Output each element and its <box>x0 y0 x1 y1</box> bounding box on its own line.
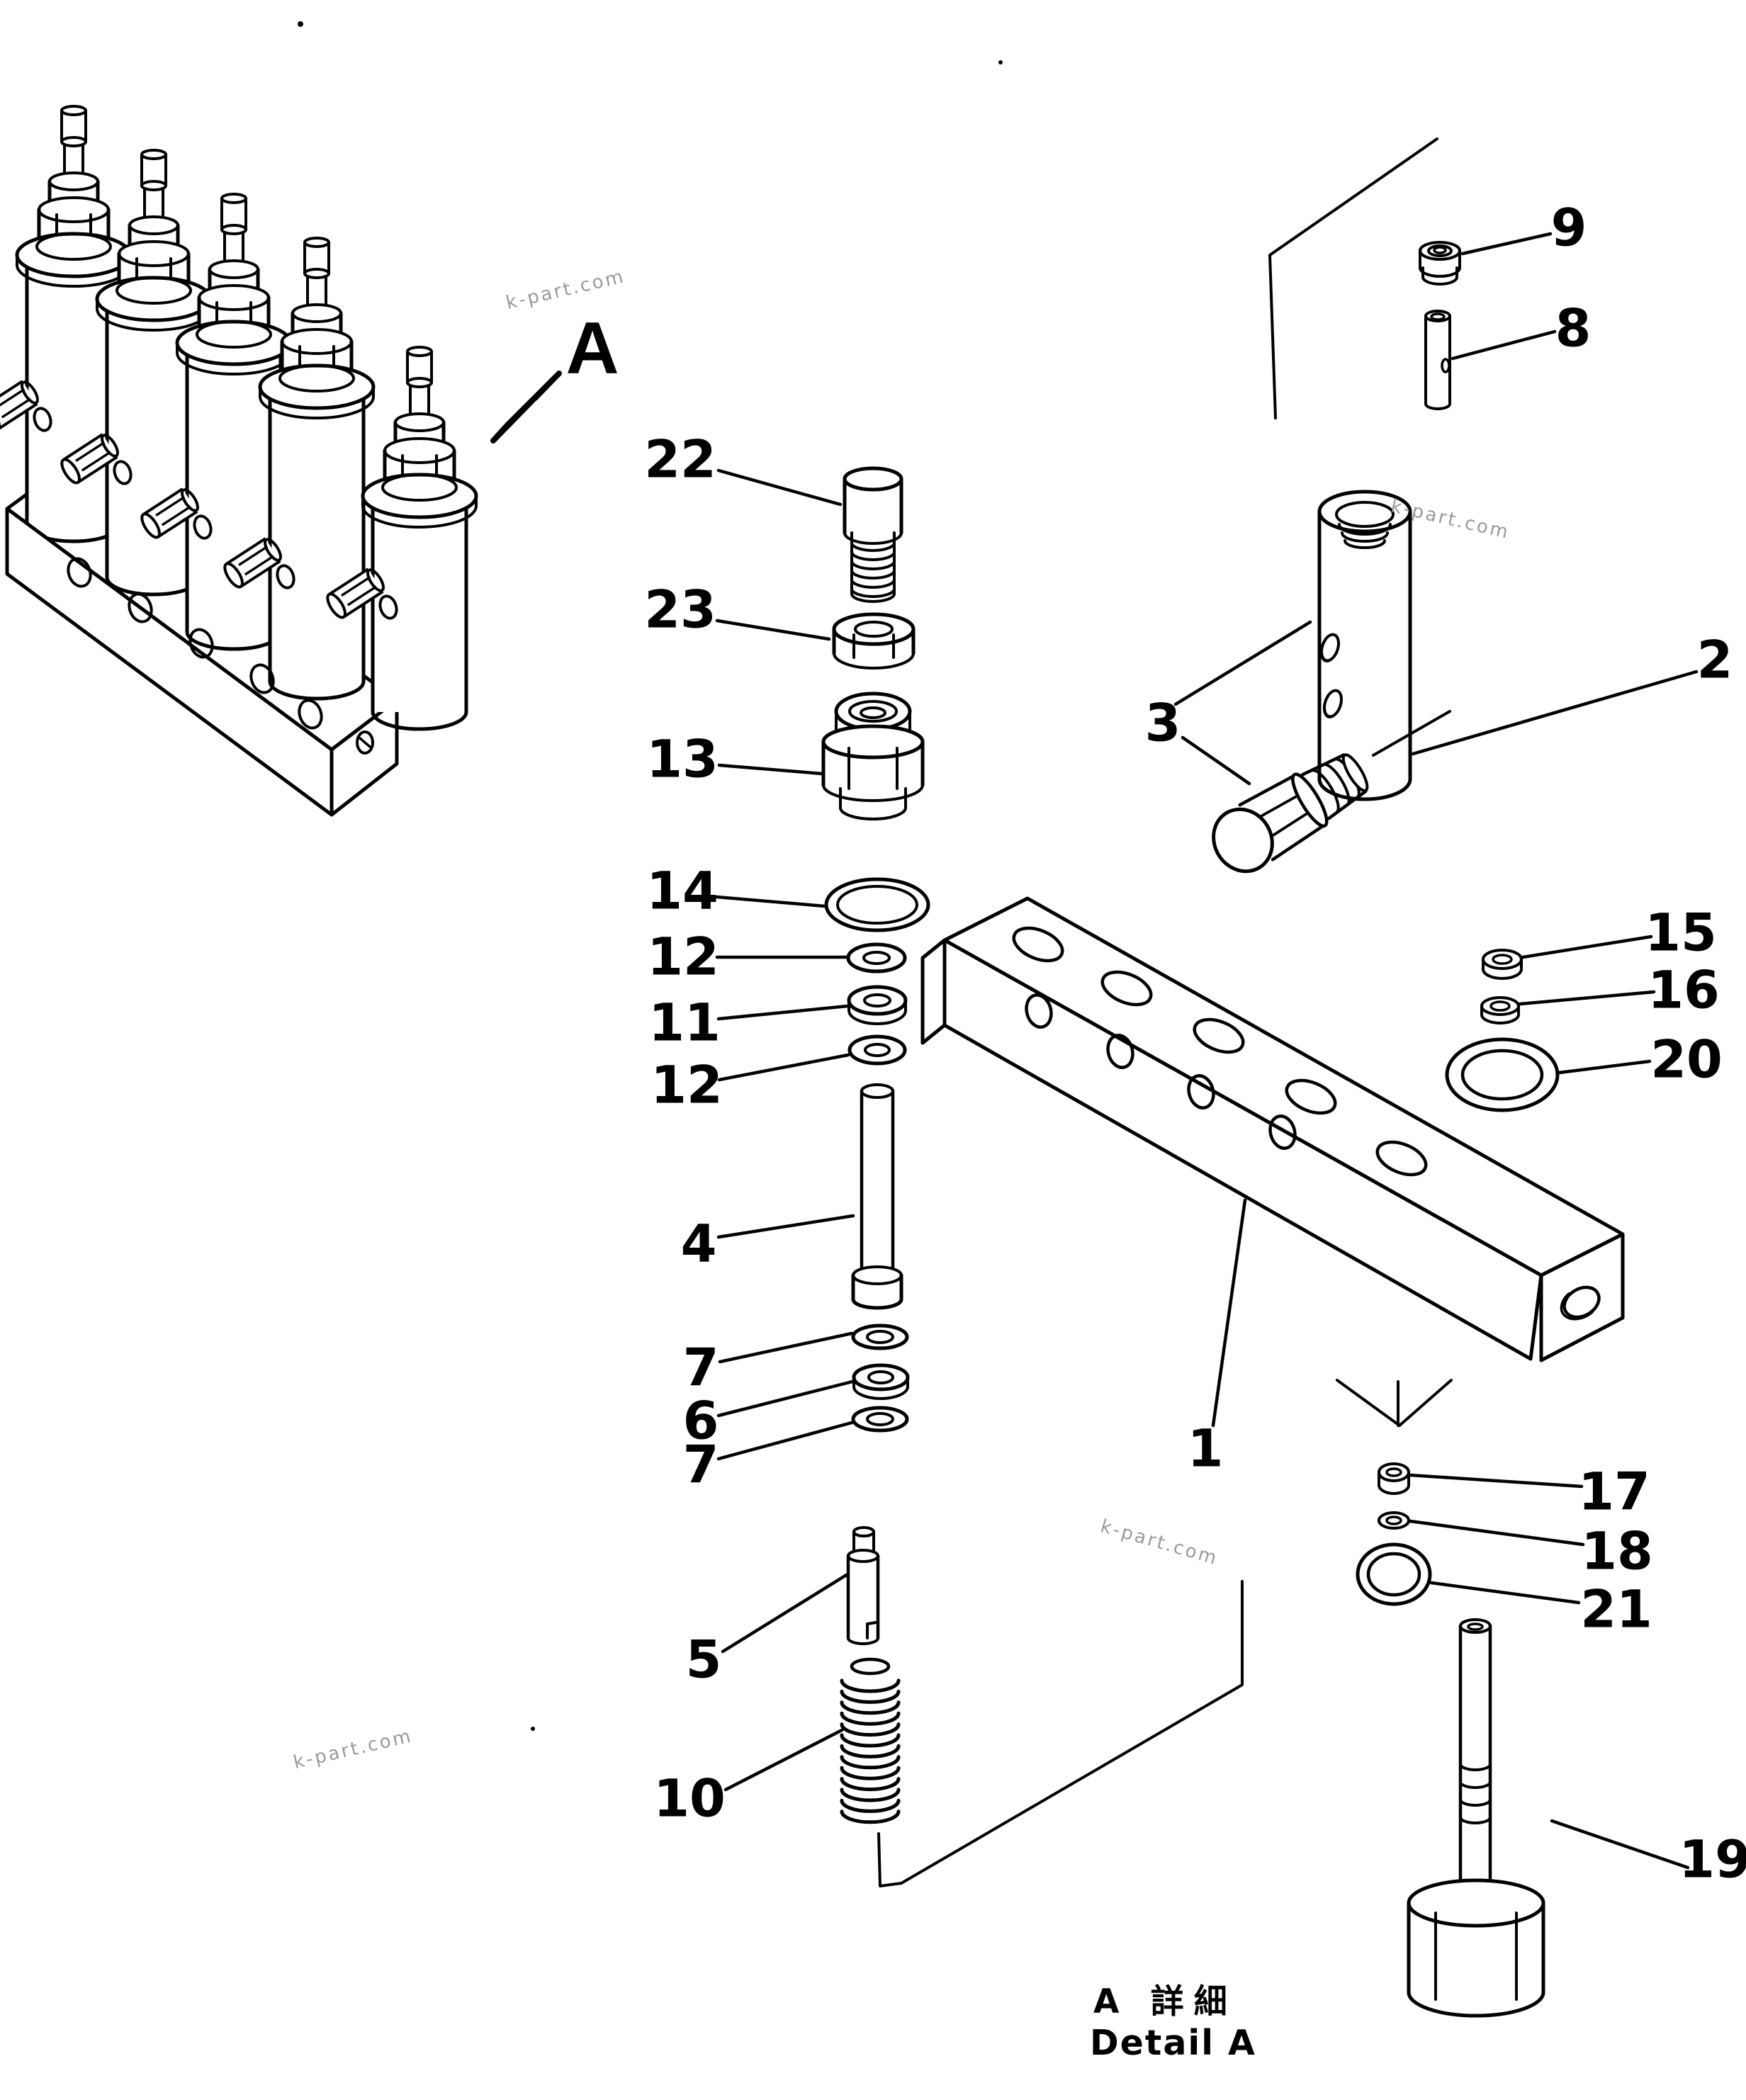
caption-english: Detail A <box>1090 2023 1256 2063</box>
leader-line-part-2 <box>1411 670 1699 756</box>
part-label-10: 10 <box>653 1769 726 1829</box>
leader-line-part-3 <box>1181 735 1251 786</box>
leader-line-part-13 <box>717 763 824 776</box>
part-label-6: 6 <box>683 1391 719 1452</box>
part-label-4: 4 <box>681 1214 717 1275</box>
part-label-16: 16 <box>1648 961 1720 1021</box>
part-label-19: 19 <box>1679 1830 1746 1890</box>
leader-line-part-6 <box>716 1379 855 1418</box>
leader-line-part-8 <box>1451 329 1557 361</box>
part-label-1: 1 <box>1188 1419 1224 1479</box>
leader-line-part-10 <box>723 1728 844 1792</box>
watermark-text: k-part.com <box>1098 1515 1221 1569</box>
leader-line-part-20 <box>1557 1059 1652 1075</box>
leader-line-part-18 <box>1408 1519 1585 1547</box>
part-label-7: 7 <box>683 1338 719 1399</box>
part-label-20: 20 <box>1650 1030 1723 1090</box>
leader-line-part-7 <box>718 1331 854 1364</box>
part-label-2: 2 <box>1697 631 1733 691</box>
leader-line-part-3 <box>1173 620 1312 706</box>
leader-line-part-12 <box>717 1053 850 1082</box>
part-label-7: 7 <box>683 1435 719 1496</box>
part-label-11: 11 <box>648 993 721 1054</box>
part-label-12: 12 <box>647 927 719 988</box>
caption-japanese: A 詳細 <box>1093 1982 1237 2021</box>
leader-line-part-22 <box>716 468 843 507</box>
leader-line-part-23 <box>715 619 831 641</box>
diagram-line-art <box>0 21 1625 2018</box>
watermark-text: k-part.com <box>291 1725 415 1773</box>
leader-line-part-21 <box>1429 1581 1581 1605</box>
part-label-3: 3 <box>1145 694 1181 754</box>
part-label-17: 17 <box>1578 1462 1650 1523</box>
part-label-15: 15 <box>1645 903 1717 964</box>
leader-line-part-16 <box>1518 990 1656 1006</box>
part-label-18: 18 <box>1581 1522 1653 1582</box>
leader-line-part-9 <box>1460 232 1553 256</box>
leader-line-part-4 <box>716 1214 855 1239</box>
part-label-23: 23 <box>644 580 716 640</box>
leader-lines <box>715 232 1699 1870</box>
leader-line-part-5 <box>721 1572 850 1654</box>
part-label-5: 5 <box>686 1630 722 1690</box>
leader-line-part-7 <box>716 1421 854 1461</box>
part-label-22: 22 <box>644 430 716 490</box>
leader-line-part-17 <box>1408 1473 1584 1489</box>
detail-view-marker: A <box>565 307 619 390</box>
leader-line-part-15 <box>1521 935 1653 959</box>
part-label-12: 12 <box>650 1056 723 1116</box>
watermark-text: k-part.com <box>504 266 627 314</box>
part-label-21: 21 <box>1580 1580 1652 1640</box>
leader-line-part-19 <box>1550 1819 1690 1870</box>
part-label-14: 14 <box>646 862 719 922</box>
part-label-9: 9 <box>1551 198 1587 259</box>
part-label-8: 8 <box>1555 299 1592 359</box>
part-label-13: 13 <box>646 730 719 790</box>
leader-line-part-11 <box>716 1004 850 1021</box>
leader-line-part-1 <box>1211 1198 1247 1428</box>
leader-line-part-14 <box>715 895 827 908</box>
